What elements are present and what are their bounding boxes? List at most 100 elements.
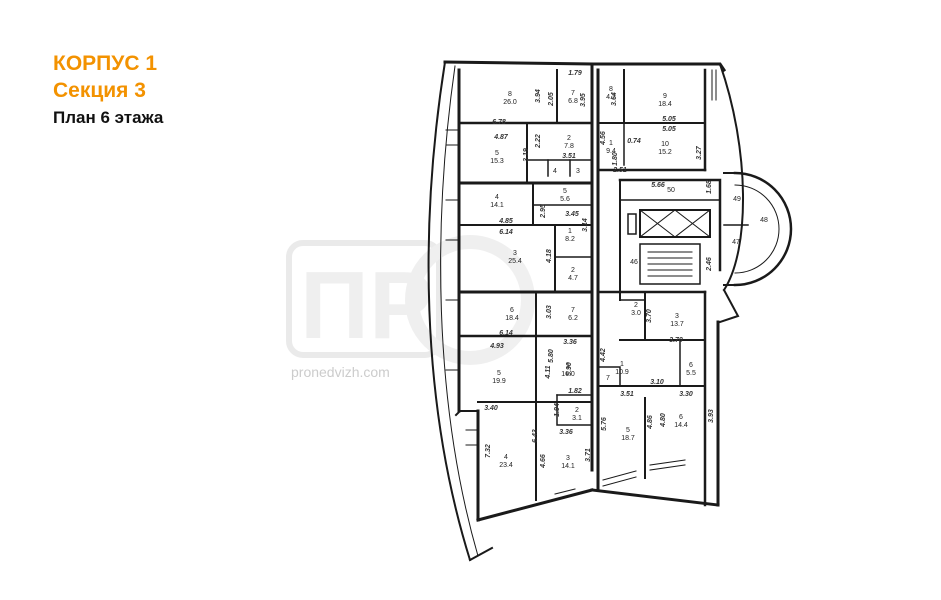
- room-area: 4.7: [568, 275, 578, 282]
- room-label-room-3-small: 3: [576, 168, 580, 175]
- room-label-room-4-mid: 414.1: [490, 194, 504, 209]
- room-number: 7: [571, 307, 575, 314]
- room-label-room-7-lower: 76.2: [568, 307, 578, 322]
- room-number: 6: [510, 307, 514, 314]
- room-area: 10.9: [615, 369, 629, 376]
- dimension-label: 0.74: [627, 138, 641, 145]
- room-label-room-5-lower: 519.9: [492, 370, 506, 385]
- dimension-label: 4.56: [600, 131, 607, 146]
- room-area: 3.0: [631, 310, 641, 317]
- room-area: 6.2: [568, 315, 578, 322]
- room-number: 8: [508, 91, 512, 98]
- room-area: 14.1: [490, 202, 504, 209]
- dimension-label: 1.80: [612, 152, 619, 166]
- room-number: 49: [733, 196, 741, 203]
- dimension-label: 4.85: [498, 218, 513, 225]
- room-number: 5: [626, 427, 630, 434]
- room-area: 3.1: [572, 415, 582, 422]
- dimension-label: 3.14: [582, 218, 589, 232]
- plan-titles: КОРПУС 1 Секция 3 План 6 этажа: [53, 50, 163, 129]
- room-label-room-1-mid: 18.2: [565, 228, 575, 243]
- room-area: 14.1: [561, 463, 575, 470]
- room-label-room-9-right: 918.4: [658, 93, 672, 108]
- dimension-label: 5.76: [601, 417, 608, 431]
- room-label-room-2-upper: 27.8: [564, 135, 574, 150]
- dimension-label: 5.05: [662, 126, 676, 133]
- dimension-label: 3.36: [563, 339, 577, 346]
- room-number: 9: [663, 93, 667, 100]
- dimension-label: 2.46: [706, 257, 713, 272]
- room-number: 46: [630, 259, 638, 266]
- room-number: 1: [568, 228, 572, 235]
- dimension-label: 4.87: [493, 134, 509, 141]
- dimension-label: 4.86: [647, 415, 654, 430]
- room-label-room-2-mid: 24.7: [568, 267, 578, 282]
- dimension-label: 4.66: [540, 454, 547, 469]
- room-number: 3: [566, 455, 570, 462]
- dimension-label: 5.66: [651, 182, 665, 189]
- room-label-room-5-upper: 515.3: [490, 150, 504, 165]
- watermark-site: pronedvizh.com: [291, 364, 390, 380]
- room-number: 2: [571, 267, 575, 274]
- walls: [427, 60, 793, 562]
- room-label-room-6-bottom: 614.4: [674, 414, 688, 429]
- dimension-label: 3.51: [620, 391, 634, 398]
- room-area: 18.4: [658, 101, 672, 108]
- room-area: 25.4: [508, 258, 522, 265]
- dimension-label: 3.30: [679, 391, 693, 398]
- room-label-room-7-upper: 76.8: [568, 90, 578, 105]
- dimension-label: 1.94: [554, 403, 561, 417]
- room-label-room-2-lower: 23.0: [631, 302, 641, 317]
- dimension-label: 2.22: [535, 134, 542, 149]
- dimension-label: 3.40: [484, 405, 498, 412]
- dimension-label: 6.43: [532, 429, 539, 443]
- dimension-label: 2.51: [612, 167, 627, 174]
- room-label-room-1-right: 19.4: [606, 140, 616, 155]
- room-area: 26.0: [503, 99, 517, 106]
- room-number: 1: [620, 361, 624, 368]
- room-number: 7: [606, 375, 610, 382]
- dimension-label: 5.90: [566, 362, 573, 376]
- room-label-room-47: 47: [732, 239, 740, 246]
- dimension-label: 5.80: [548, 349, 555, 363]
- room-label-room-4-small: 4: [553, 168, 557, 175]
- section-title: Секция 3: [53, 79, 146, 102]
- dimension-label: 2.05: [548, 92, 555, 107]
- room-number: 2: [575, 407, 579, 414]
- room-number: 5: [497, 370, 501, 377]
- room-number: 5: [563, 188, 567, 195]
- room-area: 18.4: [505, 315, 519, 322]
- building-title: КОРПУС 1: [53, 52, 157, 75]
- room-label-room-3-lower: 313.7: [670, 313, 684, 328]
- room-area: 15.3: [490, 158, 504, 165]
- dimension-label: 4.18: [546, 249, 553, 264]
- dimension-label: 3.03: [546, 305, 553, 319]
- dimension-label: 5.05: [662, 116, 676, 123]
- room-number: 6: [689, 362, 693, 369]
- dimension-label: 4.80: [660, 413, 667, 428]
- dimension-label: 3.19: [523, 148, 530, 162]
- room-number: 50: [667, 187, 675, 194]
- dimension-label: 6.78: [492, 119, 506, 126]
- room-area: 7.8: [564, 143, 574, 150]
- room-number: 4: [495, 194, 499, 201]
- room-number: 2: [567, 135, 571, 142]
- room-label-room-4-bottom: 423.4: [499, 454, 513, 469]
- room-area: 8.2: [565, 236, 575, 243]
- dimension-label: 6.14: [499, 330, 513, 337]
- room-number: 47: [732, 239, 740, 246]
- room-area: 15.2: [658, 149, 672, 156]
- room-label-room-2-bottom: 23.1: [572, 407, 582, 422]
- room-label-room-46: 46: [630, 259, 638, 266]
- room-label-room-5-bottom: 518.7: [621, 427, 635, 442]
- dimension-label: 7.32: [485, 444, 492, 458]
- room-label-room-1-lower: 116.0: [561, 363, 575, 378]
- room-label-room-48: 48: [760, 217, 768, 224]
- floor-plan-title: План 6 этажа: [53, 108, 164, 127]
- room-number: 4: [553, 168, 557, 175]
- dimension-label: 4.42: [600, 348, 607, 363]
- room-number: 1: [609, 140, 613, 147]
- room-area: 16.0: [561, 371, 575, 378]
- dimension-label: 3.70: [646, 309, 653, 323]
